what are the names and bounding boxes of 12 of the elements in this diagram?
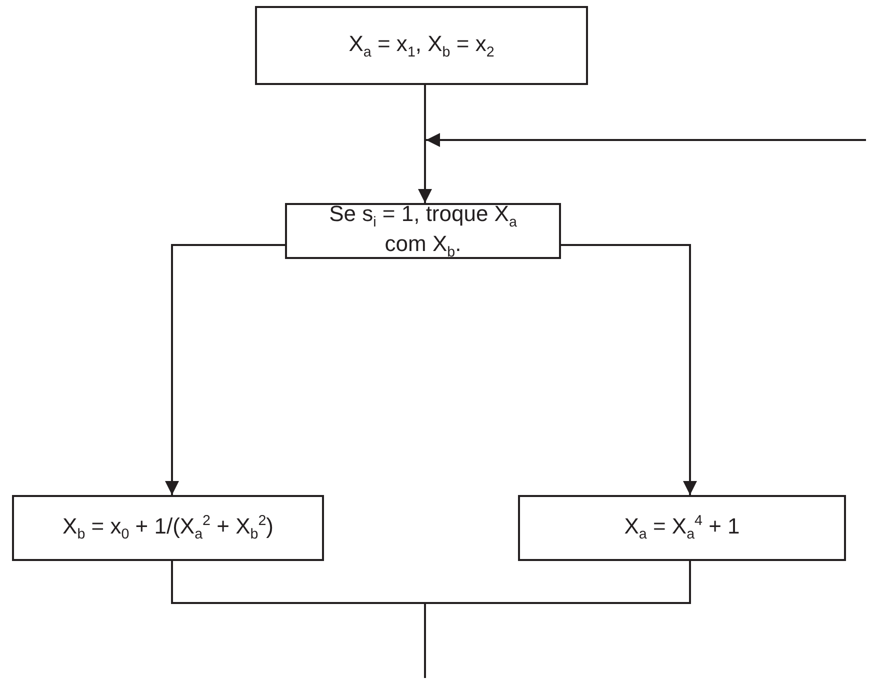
process-box [285,203,561,259]
arrow [561,244,697,495]
arrow [165,244,285,495]
arrow [426,133,866,147]
process-box [255,6,588,85]
arrow [418,85,432,203]
process-box [12,495,324,561]
formula-text: X$_{a}$ = X$_{a}$$^{4}$ + 1 [624,512,740,544]
formula-text: X$_{a}$ = x$_{1}$, X$_{b}$ = x$_{2}$ [348,30,494,60]
formula-text: X$_{b}$ = x$_{0}$ + 1/(X$_{a}$$^{2}$ + X$_{b}$$^{2}$) [62,512,274,544]
process-box [518,495,846,561]
formula-text: Se s$_{i}$ = 1, troque X$_{a}$ com X$_{b}$. [328,201,518,261]
